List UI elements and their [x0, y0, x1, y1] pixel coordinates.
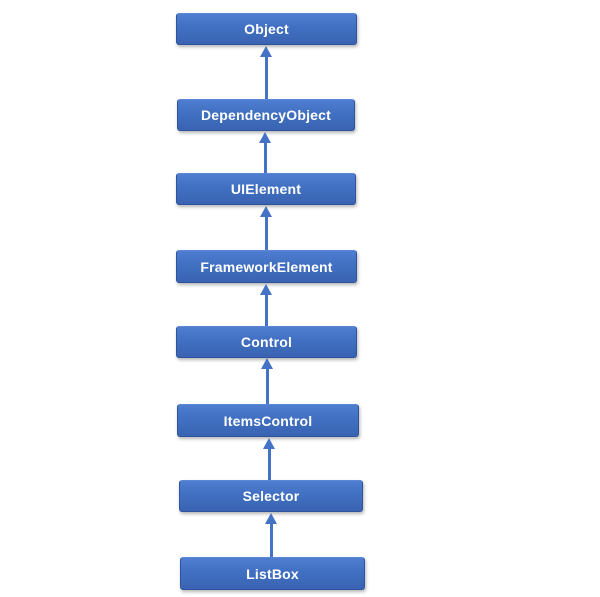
arrow-up-icon — [263, 438, 275, 449]
class-box-label: DependencyObject — [200, 107, 331, 123]
class-box-label: Selector — [242, 488, 300, 504]
class-box-label: FrameworkElement — [200, 258, 333, 275]
class-box-label: ListBox — [246, 565, 299, 582]
arrow-line — [264, 295, 268, 326]
arrow-up-icon — [260, 46, 272, 57]
arrow-up-icon — [265, 513, 277, 524]
arrow-up-icon — [260, 284, 272, 295]
arrow-up-icon — [260, 206, 272, 217]
arrow-line — [267, 449, 271, 480]
inheritance-arrow-control-to-frameworkelement — [260, 284, 272, 326]
class-box-control: Control — [176, 326, 357, 358]
inheritance-arrow-frameworkelement-to-uielement — [260, 206, 272, 250]
class-box-itemscontrol: ItemsControl — [177, 404, 359, 437]
inheritance-arrow-listbox-to-selector — [265, 513, 277, 557]
arrow-line — [264, 217, 268, 250]
class-box-label: ItemsControl — [223, 412, 313, 429]
class-box-dependencyobject: DependencyObject — [177, 99, 355, 131]
inheritance-arrow-dependencyobject-to-object — [260, 46, 272, 99]
class-box-label: Control — [240, 334, 293, 350]
arrow-line — [263, 143, 267, 173]
class-box-label: Object — [244, 21, 289, 37]
inheritance-arrow-selector-to-itemscontrol — [263, 438, 275, 480]
arrow-line — [264, 57, 268, 99]
arrow-up-icon — [259, 132, 271, 143]
arrow-line — [265, 369, 269, 404]
arrow-up-icon — [261, 358, 273, 369]
class-box-label: UIElement — [230, 181, 302, 197]
class-box-object: Object — [176, 13, 357, 45]
inheritance-arrow-uielement-to-dependencyobject — [259, 132, 271, 173]
class-box-selector: Selector — [179, 480, 363, 512]
class-box-listbox: ListBox — [180, 557, 365, 590]
arrow-line — [269, 524, 273, 557]
inheritance-arrow-itemscontrol-to-control — [261, 358, 273, 404]
class-box-uielement: UIElement — [176, 173, 356, 205]
class-box-frameworkelement: FrameworkElement — [176, 250, 357, 283]
